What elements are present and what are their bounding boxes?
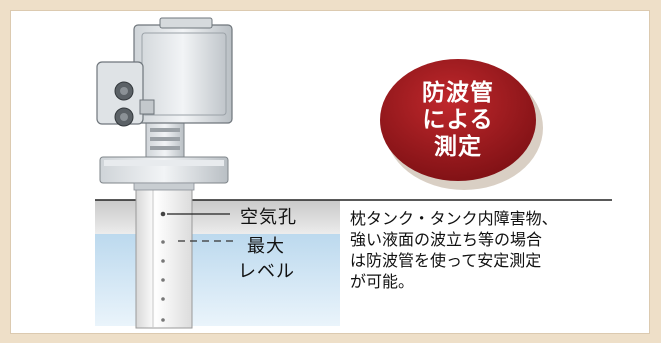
pipe-hole — [161, 318, 165, 322]
description-line: 強い液面の波立ち等の場合 — [350, 230, 543, 249]
badge — [380, 59, 536, 181]
pipe-hole — [161, 259, 165, 263]
air-space — [95, 200, 340, 234]
pipe-hole — [161, 240, 165, 244]
badge-line: 測定 — [434, 134, 482, 160]
max-level-label-line1: 最大 — [247, 236, 285, 257]
pipe-hole — [161, 297, 165, 301]
liquid — [95, 234, 340, 326]
description: 枕タンク・タンク内障害物、 強い液面の波立ち等の場合 は防波管を使って安定測定 … — [350, 208, 610, 292]
vent-hole — [160, 211, 166, 217]
description-line: 枕タンク・タンク内障害物、 — [350, 209, 558, 228]
pipe-hole — [161, 278, 165, 282]
vent-hole-label: 空気孔 — [240, 207, 297, 228]
max-level-label-line2: レベル — [238, 261, 295, 282]
badge-text: 防波管 による 測定 — [398, 80, 518, 161]
description-line: は防波管を使って安定測定 — [350, 251, 542, 270]
description-line: が可能。 — [350, 272, 415, 291]
stilling-pipe — [135, 187, 193, 329]
badge-line: による — [422, 107, 494, 133]
badge-line: 防波管 — [422, 80, 494, 106]
